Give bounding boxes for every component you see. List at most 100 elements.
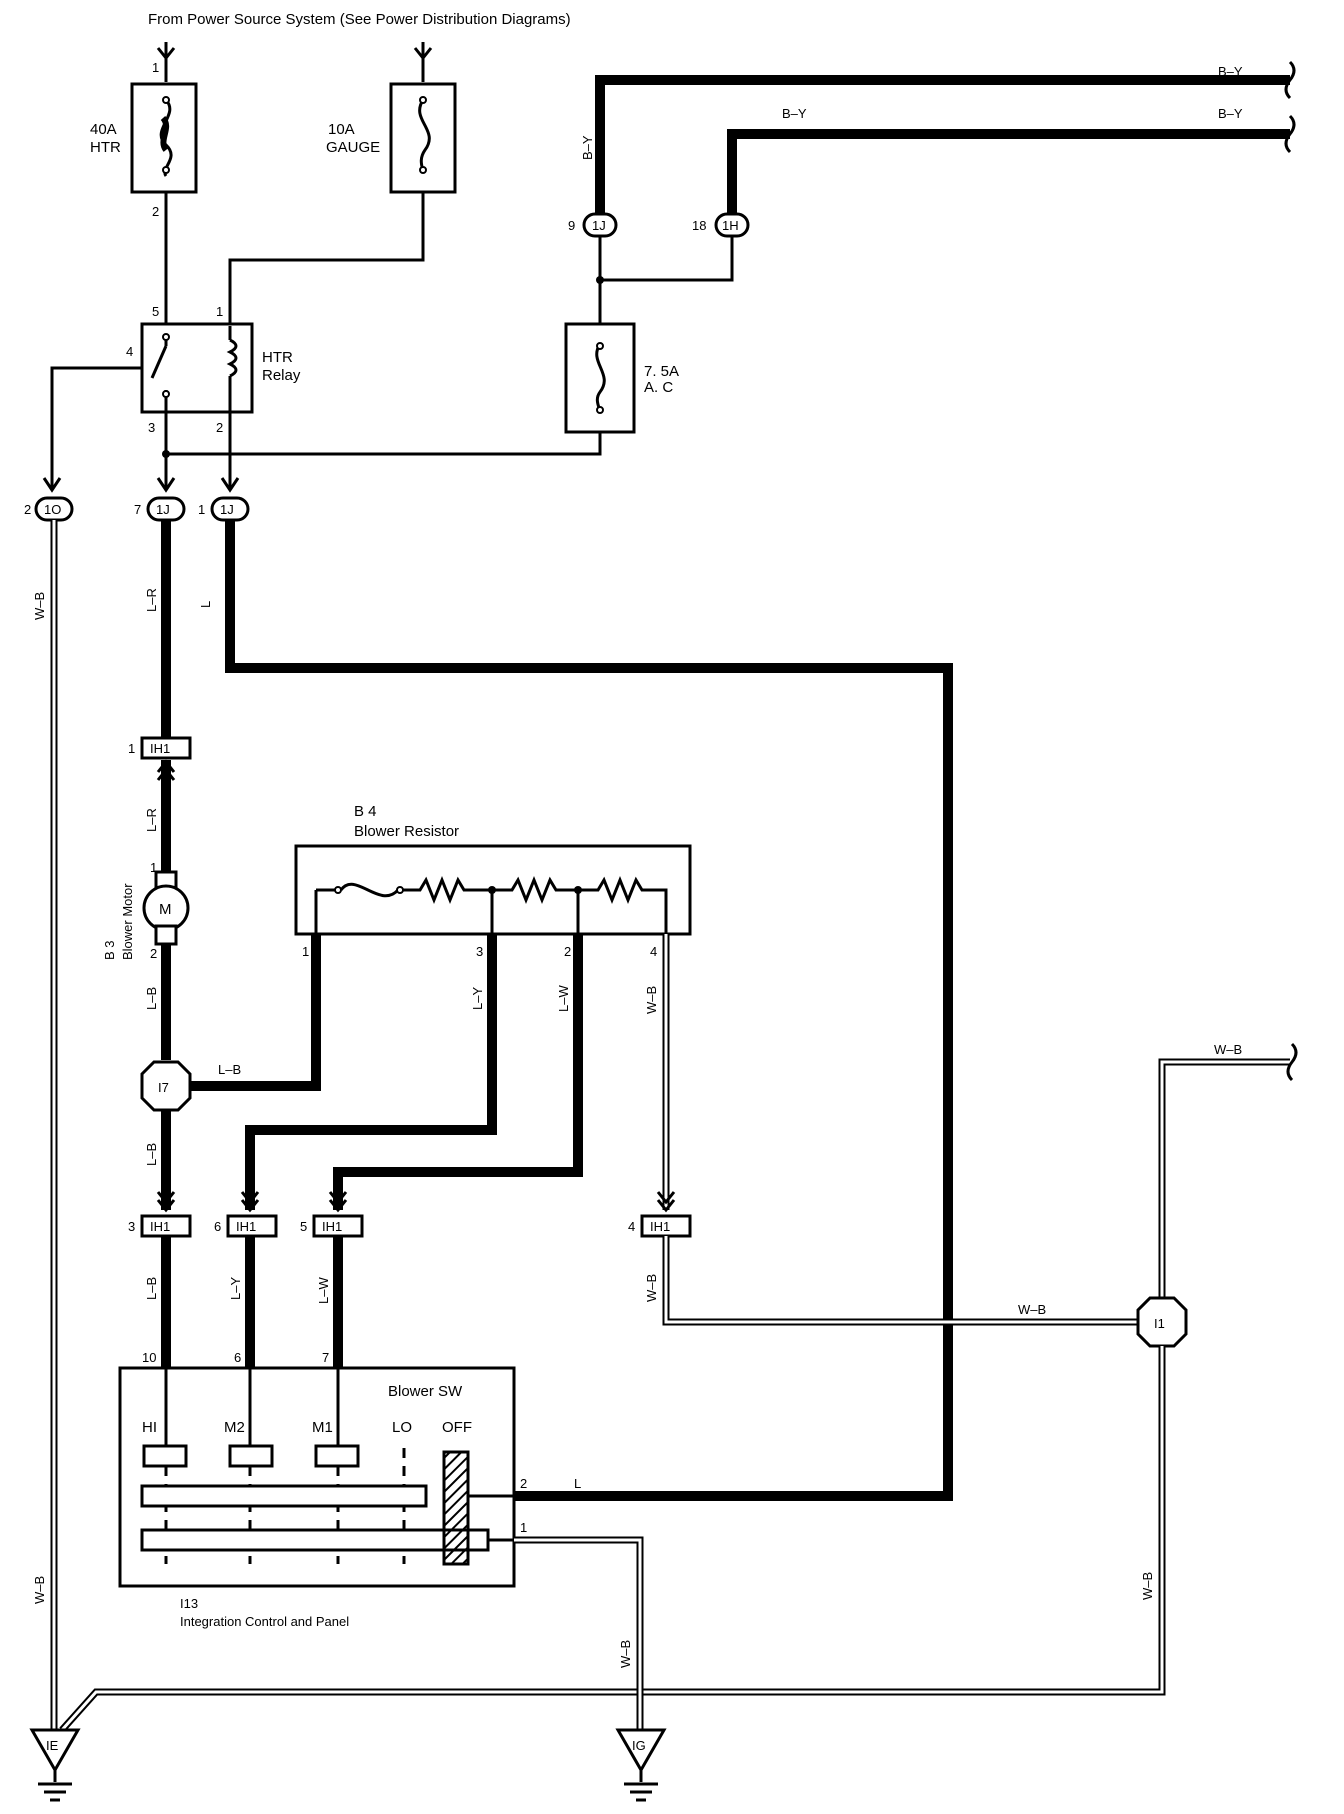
wire-label-w-b-resistor: W–B bbox=[644, 986, 659, 1014]
connector-ih1-4: IH1 bbox=[640, 1214, 692, 1238]
switch-pin-1: 1 bbox=[520, 1520, 527, 1535]
switch-name: Blower SW bbox=[388, 1383, 463, 1400]
power-arrow-40a bbox=[156, 42, 176, 82]
relay-pin-4: 4 bbox=[126, 344, 133, 359]
ground-ig: IG bbox=[615, 1728, 667, 1802]
svg-text:1O: 1O bbox=[44, 502, 61, 517]
wire-label-l-w-upper: L–W bbox=[556, 985, 571, 1012]
resistor-pin-1: 1 bbox=[302, 944, 309, 959]
wire-label-l-w-lower: L–W bbox=[316, 1277, 331, 1304]
wire-label-w-b-ih1: W–B bbox=[644, 1274, 659, 1302]
connector-ih1-5: IH1 bbox=[312, 1214, 364, 1238]
switch-pin-7: 7 bbox=[322, 1350, 329, 1365]
svg-text:IH1: IH1 bbox=[650, 1219, 670, 1234]
blower-switch bbox=[118, 1366, 516, 1588]
fuse-7-5a-name: A. C bbox=[644, 379, 673, 396]
fuse-10a-rating: 10A bbox=[328, 121, 355, 138]
resistor-pin-3: 3 bbox=[476, 944, 483, 959]
relay-pin-3: 3 bbox=[148, 420, 155, 435]
wire-label-l-switch: L bbox=[574, 1476, 581, 1491]
fuse-40a-pin-bottom: 2 bbox=[152, 204, 159, 219]
connector-1o-2: 1O bbox=[34, 496, 74, 522]
wire-b-y-1 bbox=[595, 75, 1290, 214]
svg-text:1J: 1J bbox=[592, 218, 606, 233]
fuse-40a-pin-top: 1 bbox=[152, 60, 159, 75]
wire-relay3-ac-fuse bbox=[166, 432, 602, 456]
junction-i1: I1 bbox=[1136, 1296, 1188, 1348]
fuse-10a-name: GAUGE bbox=[326, 139, 380, 156]
wire-fuse10-relay bbox=[228, 192, 425, 326]
svg-text:1J: 1J bbox=[156, 502, 170, 517]
wire-label-l-b-1: L–B bbox=[144, 987, 159, 1010]
svg-text:I1: I1 bbox=[1154, 1316, 1165, 1331]
relay-pin-1: 1 bbox=[216, 304, 223, 319]
wire-w-b-right-lower bbox=[59, 1346, 1166, 1733]
wire-l-y-upper bbox=[245, 934, 497, 1210]
switch-pos-m1: M1 bbox=[312, 1419, 333, 1436]
panel-code: I13 bbox=[180, 1596, 198, 1611]
ground-ie: IE bbox=[29, 1728, 81, 1802]
switch-pin-2: 2 bbox=[520, 1476, 527, 1491]
ground-ie-label: IE bbox=[46, 1738, 59, 1753]
fuse-40a-htr bbox=[130, 82, 198, 194]
motor-code: B 3 bbox=[102, 940, 117, 960]
wire-relay4-1o bbox=[50, 366, 142, 490]
connector-ih1-4-pin: 4 bbox=[628, 1219, 635, 1234]
htr-relay bbox=[140, 322, 254, 414]
wire-w-b-right-upper bbox=[1158, 1058, 1290, 1300]
connector-ih1-6-pin: 6 bbox=[214, 1219, 221, 1234]
fuse-40a-rating: 40A bbox=[90, 121, 117, 138]
wire-b-y-2 bbox=[727, 129, 1290, 214]
relay-name-line2: Relay bbox=[262, 367, 301, 384]
wire-label-b-y-top2: B–Y bbox=[1218, 106, 1243, 121]
switch-pin-10: 10 bbox=[142, 1350, 156, 1365]
switch-pos-hi: HI bbox=[142, 1419, 157, 1436]
wire-label-w-b-ig: W–B bbox=[618, 1640, 633, 1668]
connector-ih1-3: IH1 bbox=[140, 1214, 192, 1238]
svg-text:IH1: IH1 bbox=[236, 1219, 256, 1234]
fuse-7-5a-rating: 7. 5A bbox=[644, 363, 679, 380]
wire-label-b-y-vert: B–Y bbox=[580, 135, 595, 160]
svg-text:IH1: IH1 bbox=[150, 1219, 170, 1234]
relay-pin-5: 5 bbox=[152, 304, 159, 319]
connector-ih1-6: IH1 bbox=[226, 1214, 278, 1238]
blower-motor: M bbox=[142, 870, 190, 946]
connector-ih1-1-pin: 1 bbox=[128, 741, 135, 756]
svg-text:IH1: IH1 bbox=[322, 1219, 342, 1234]
wire-label-l-y-upper: L–Y bbox=[470, 987, 485, 1010]
wire-w-b-switch-ig bbox=[514, 1536, 644, 1730]
power-arrow-10a bbox=[413, 42, 433, 82]
connector-ih1-5-pin: 5 bbox=[300, 1219, 307, 1234]
svg-text:1J: 1J bbox=[220, 502, 234, 517]
connector-1h-18: 1H bbox=[714, 212, 750, 238]
wire-l bbox=[225, 520, 953, 1501]
wire-label-w-b-right-lower: W–B bbox=[1140, 1572, 1155, 1600]
wire-w-b-ih1-i1 bbox=[662, 1236, 1146, 1326]
switch-pos-m2: M2 bbox=[224, 1419, 245, 1436]
wire-l-b-resistor-i7 bbox=[186, 934, 321, 1091]
fuse-10a-gauge bbox=[389, 82, 457, 194]
wire-label-l-vert: L bbox=[198, 601, 213, 608]
wire-l-w-upper bbox=[333, 934, 583, 1210]
wire-label-w-b-right-top: W–B bbox=[1214, 1042, 1242, 1057]
diagram-title: From Power Source System (See Power Dist… bbox=[148, 11, 571, 28]
motor-pin-top: 1 bbox=[150, 860, 157, 875]
resistor-pin-2: 2 bbox=[564, 944, 571, 959]
wire-label-l-b-3: L–B bbox=[144, 1143, 159, 1166]
fuse-7-5a-ac bbox=[564, 322, 636, 434]
wire-label-w-b-left-top: W–B bbox=[32, 592, 47, 620]
connector-1h-18-pin: 18 bbox=[692, 218, 706, 233]
resistor-name: Blower Resistor bbox=[354, 823, 459, 840]
fuse-40a-name: HTR bbox=[90, 139, 121, 156]
svg-text:IH1: IH1 bbox=[150, 741, 170, 756]
wire-label-l-b-2: L–B bbox=[218, 1062, 241, 1077]
connector-1j-1-pin: 1 bbox=[198, 502, 205, 517]
wire-label-b-y-top1: B–Y bbox=[1218, 64, 1243, 79]
panel-name: Integration Control and Panel bbox=[180, 1614, 349, 1629]
blower-resistor bbox=[294, 844, 692, 936]
motor-name: Blower Motor bbox=[120, 883, 135, 960]
wire-label-l-y-lower: L–Y bbox=[228, 1277, 243, 1300]
switch-pos-off: OFF bbox=[442, 1419, 472, 1436]
